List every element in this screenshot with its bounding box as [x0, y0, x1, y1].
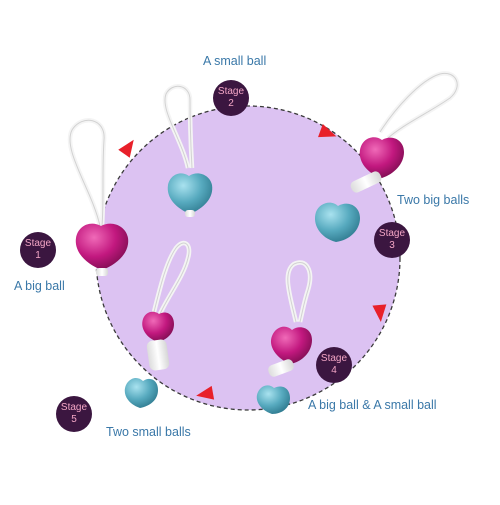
heart-ball-icon [124, 377, 158, 408]
heart-ball-icon [256, 385, 290, 414]
stage-badge-title: Stage [24, 238, 52, 249]
stage-badge-number: 5 [71, 414, 77, 425]
heart-ball-icon [167, 173, 213, 214]
stage-badge-2: Stage 2 [213, 80, 249, 116]
stage-badge-title: Stage [217, 86, 245, 97]
heart-ball-icon [270, 326, 312, 364]
string-loop-icon [67, 118, 107, 227]
stage-badge-title: Stage [320, 353, 348, 364]
product-stage-5 [124, 240, 192, 408]
heart-ball-icon [75, 223, 129, 270]
stage-badge-title: Stage [60, 402, 88, 413]
heart-ball-icon [142, 311, 174, 342]
stage-badge-3: Stage 3 [374, 222, 410, 258]
stage-badge-number: 3 [389, 240, 395, 251]
triangle-arrow-icon [318, 124, 337, 138]
stage-badge-5: Stage 5 [56, 396, 92, 432]
stage-caption-2: A small ball [203, 54, 267, 68]
heart-ball-icon [359, 137, 404, 178]
stage-badge-title: Stage [378, 228, 406, 239]
string-loop-icon [378, 71, 460, 140]
triangle-arrow-icon [196, 385, 215, 400]
cycle-circle [95, 105, 401, 411]
product-stage-4 [256, 260, 313, 414]
stage-caption-1: A big ball [14, 279, 65, 293]
flow-arrows [118, 124, 387, 400]
product-stage-3 [314, 71, 460, 242]
stage-badge-4: Stage 4 [316, 347, 352, 383]
triangle-arrow-icon [372, 304, 387, 322]
stage-caption-3: Two big balls [397, 193, 470, 207]
product-stage-1 [67, 118, 129, 276]
stage-badge-number: 2 [228, 98, 234, 109]
stage-badge-1: Stage 1 [20, 232, 56, 268]
heart-ball-icon [314, 202, 360, 242]
stage-caption-5: Two small balls [106, 425, 191, 439]
stage-caption-4: A big ball & A small ball [308, 398, 437, 412]
stage-badge-number: 4 [331, 365, 337, 376]
triangle-arrow-icon [118, 139, 134, 158]
product-stage-2 [162, 84, 213, 217]
stage-badge-number: 1 [35, 250, 41, 261]
